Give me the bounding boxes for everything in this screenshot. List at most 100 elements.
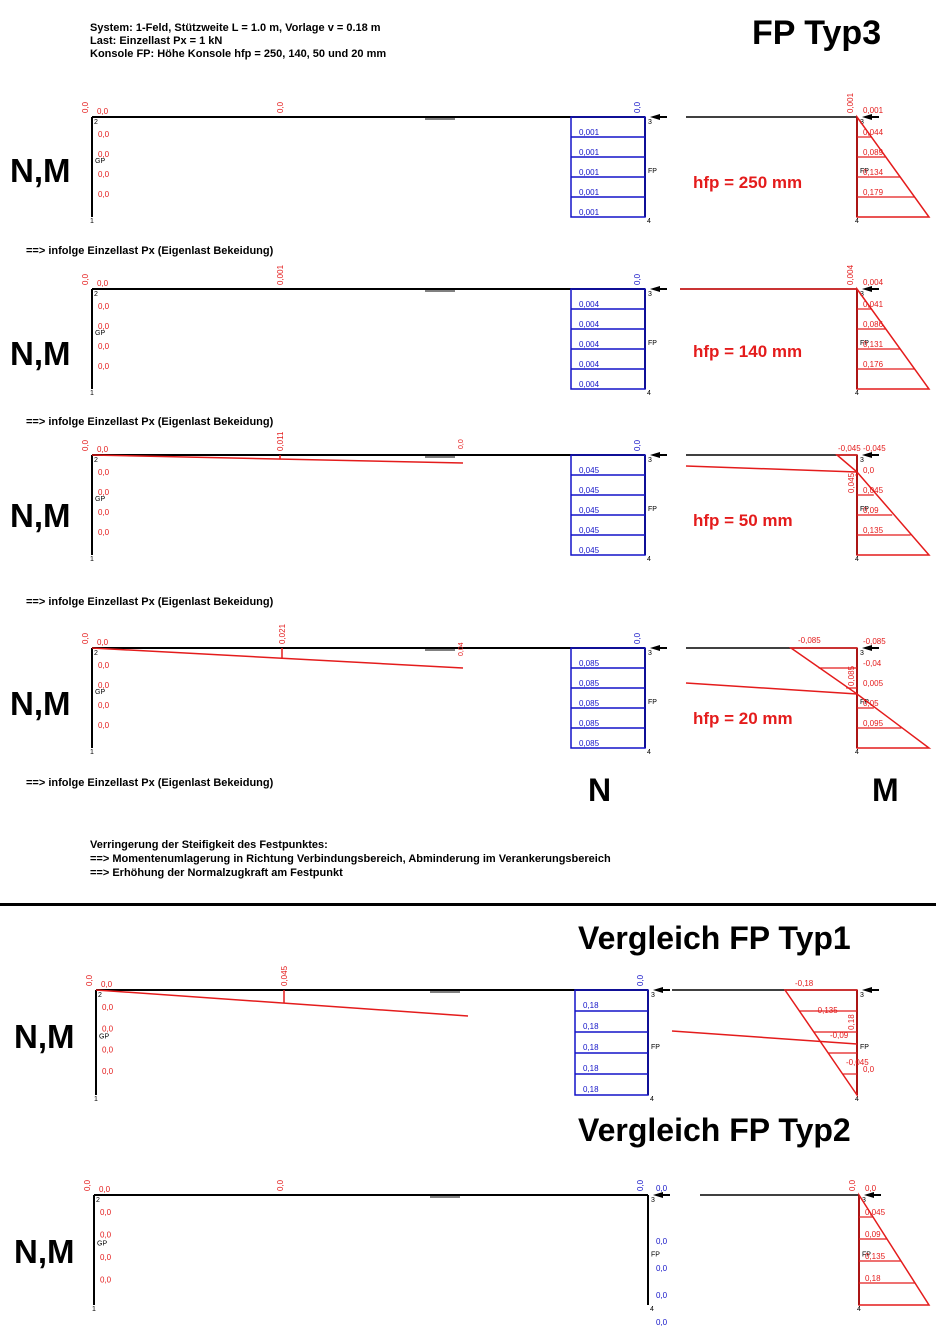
- column-left-value: 0,0: [98, 302, 110, 311]
- normal-force-label: N: [588, 772, 612, 808]
- support-arrow: [653, 987, 663, 993]
- moment-top-value: -0,085: [798, 636, 821, 645]
- normal-force-value: 0,0: [656, 1237, 668, 1246]
- node-label-1: 1: [90, 218, 94, 225]
- moment-support-arrow: [862, 987, 872, 993]
- support-arrow: [650, 286, 660, 292]
- moment-top-value: 0,0: [848, 1179, 857, 1191]
- normal-force-value: 0,085: [579, 659, 600, 668]
- moment-pos-area: [856, 692, 932, 749]
- normal-force-top: 0,0: [633, 632, 642, 644]
- moment-fp-label: FP: [860, 699, 869, 706]
- fp-label: FP: [648, 699, 657, 706]
- fp-label: FP: [648, 168, 657, 175]
- moment-value: 0,0: [865, 1184, 877, 1193]
- normal-force-value: 0,0: [656, 1264, 668, 1273]
- moment-value: 0,176: [863, 360, 884, 369]
- header-line-3: Konsole FP: Höhe Konsole hfp = 250, 140,…: [90, 48, 387, 60]
- moment-value: 0,045: [865, 1208, 886, 1217]
- normal-force-value: 0,004: [579, 360, 600, 369]
- moment-value: 0,0: [863, 1065, 875, 1074]
- column-left-value: 0,0: [98, 681, 110, 690]
- column-left-value: 0,0: [102, 1067, 114, 1076]
- moment-neg-area: [783, 989, 858, 1098]
- moment-value: -0,18: [795, 979, 814, 988]
- node-label-1: 1: [94, 1096, 98, 1103]
- node-label-1: 1: [90, 749, 94, 756]
- fp-label: FP: [648, 506, 657, 513]
- moment-node-3: 3: [860, 457, 864, 464]
- support-arrow: [650, 114, 660, 120]
- moment-label: M: [872, 772, 899, 808]
- moment-support-arrow: [862, 286, 872, 292]
- column-left-value: 0,0: [102, 1046, 114, 1055]
- node-label-1: 1: [90, 390, 94, 397]
- moment-top-value: 0,004: [846, 264, 855, 285]
- normal-force-value: 0,18: [583, 1001, 599, 1010]
- normal-force-top: 0,0: [636, 974, 645, 986]
- moment-value: -0,085: [863, 637, 886, 646]
- node-label-2: 2: [96, 1197, 100, 1204]
- moment-top-value: -0,045: [838, 444, 861, 453]
- moment-value: 0,004: [863, 278, 884, 287]
- normal-force-value: 0,085: [579, 699, 600, 708]
- node-label-1: 1: [90, 556, 94, 563]
- hfp-label-4: hfp = 20 mm: [693, 709, 793, 728]
- normal-force-value: 0,18: [583, 1043, 599, 1052]
- moment-fp-label: FP: [860, 1044, 869, 1051]
- nm-label-typ1: N,M: [14, 1018, 75, 1055]
- beam-value-mid: 0,0: [276, 1179, 285, 1191]
- fp-label: FP: [648, 340, 657, 347]
- moment-value: 0,134: [863, 168, 884, 177]
- support-arrow: [650, 452, 660, 458]
- node-label-4: 4: [647, 749, 651, 756]
- nm-label-1: N,M: [10, 152, 71, 189]
- moment-beam-red: [685, 465, 858, 473]
- node-label-2: 2: [98, 992, 102, 999]
- node-label-4: 4: [647, 218, 651, 225]
- comparison-typ1-title: Vergleich FP Typ1: [578, 920, 851, 956]
- beam-value-mid: 0,0: [276, 101, 285, 113]
- beam-value-left: 0,0: [81, 273, 90, 285]
- beam-value-mid: 0,001: [276, 264, 285, 285]
- moment-value: -0,045: [846, 1058, 869, 1067]
- beam-value-node2: 0,0: [99, 1185, 111, 1194]
- beam-value-left: 0,0: [81, 439, 90, 451]
- normal-force-value: 0,001: [579, 148, 600, 157]
- fp-label: FP: [651, 1044, 660, 1051]
- support-arrow: [653, 1192, 663, 1198]
- moment-support-arrow: [864, 1192, 874, 1198]
- moment-value: 0,0: [863, 466, 875, 475]
- normal-force-value: 0,085: [579, 719, 600, 728]
- moment-value: 0,045: [863, 486, 884, 495]
- moment-node-4: 4: [855, 1096, 859, 1103]
- conclusion-line-1: Verringerung der Steifigkeit des Festpun…: [90, 839, 328, 851]
- column-left-value: 0,0: [98, 468, 110, 477]
- page-title: FP Typ3: [752, 14, 882, 52]
- moment-value: 0,089: [863, 148, 884, 157]
- moment-node-3: 3: [862, 1197, 866, 1204]
- moment-value: 0,09: [863, 506, 879, 515]
- beam-value-left: 0,0: [83, 1179, 92, 1191]
- normal-force-value: 0,001: [579, 188, 600, 197]
- normal-force-value: 0,0: [656, 1318, 668, 1327]
- normal-force-value: 0,18: [583, 1064, 599, 1073]
- beam-value-end: 0,04: [458, 642, 465, 656]
- moment-node-3: 3: [860, 291, 864, 298]
- conclusion-line-2: ==> Momentenumlagerung in Richtung Verbi…: [90, 853, 611, 865]
- normal-force-value: 0,085: [579, 679, 600, 688]
- normal-force-value: 0,045: [579, 466, 600, 475]
- nm-label-typ2: N,M: [14, 1233, 75, 1270]
- column-left-value: 0,0: [102, 1024, 114, 1033]
- moment-value: 0,044: [863, 128, 884, 137]
- nm-label-3: N,M: [10, 497, 71, 534]
- moment-node-3: 3: [860, 119, 864, 126]
- hfp-label-1: hfp = 250 mm: [693, 173, 803, 192]
- moment-value: -0,135: [815, 1006, 838, 1015]
- moment-mid-value: 0,085: [847, 665, 856, 686]
- node-label-2: 2: [94, 457, 98, 464]
- column-left-value: 0,0: [98, 661, 110, 670]
- system-description: System: 1-Feld, Stützweite L = 1.0 m, Vo…: [90, 22, 386, 61]
- header-line-1: System: 1-Feld, Stützweite L = 1.0 m, Vo…: [90, 22, 381, 34]
- moment-value: 0,086: [863, 320, 884, 329]
